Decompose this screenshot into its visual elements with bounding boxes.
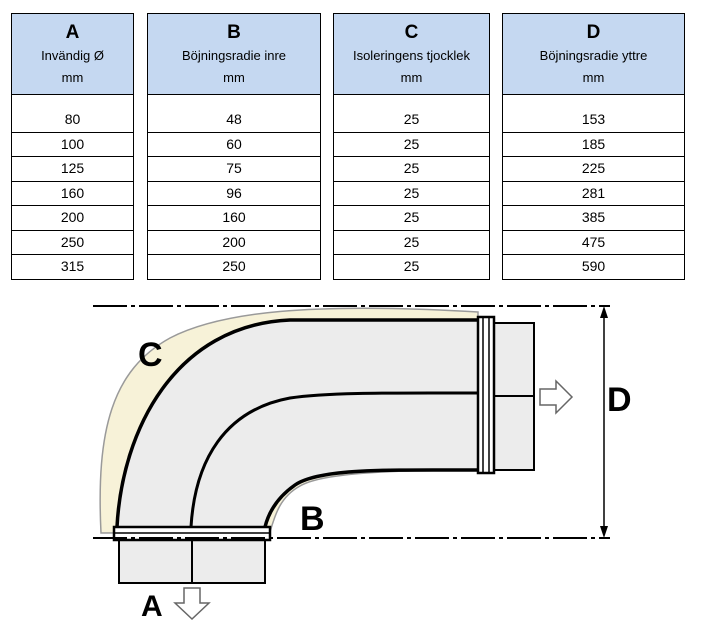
column-letter: B: [227, 22, 241, 43]
table-cell: 250: [148, 254, 320, 279]
outflow-arrow-down: [173, 587, 211, 621]
table-cell: 25: [334, 131, 489, 157]
pipe-seam-line: [189, 391, 479, 528]
label-a: A: [141, 590, 163, 623]
table-column-c: C Isoleringens tjocklek mm 25 25 25 25 2…: [333, 13, 490, 280]
right-flange-inner: [482, 316, 490, 474]
table-column-d: D Böjningsradie yttre mm 153 185 225 281…: [502, 13, 685, 280]
table-cell: 125: [12, 156, 133, 181]
label-c: C: [138, 336, 163, 374]
table-column-b: B Böjningsradie inre mm 48 60 75 96 160 …: [147, 13, 321, 280]
table-cell: 25: [403, 111, 420, 127]
column-letter: A: [65, 22, 80, 43]
table-cell: 48: [226, 111, 242, 127]
table-cell: 25: [334, 229, 489, 255]
pipe-outer-edge: [115, 318, 478, 528]
column-header: C Isoleringens tjocklek mm: [334, 14, 489, 95]
column-unit: mm: [582, 70, 605, 85]
column-unit: mm: [400, 70, 423, 85]
column-letter: C: [404, 22, 419, 43]
column-header: A Invändig Ø mm: [12, 14, 133, 95]
table-cell: 250: [12, 229, 133, 255]
table-cell: 185: [503, 131, 684, 157]
column-letter: D: [586, 22, 601, 43]
column-label: Böjningsradie inre: [181, 48, 287, 63]
table-cell: 75: [148, 156, 320, 181]
pipe-body: [117, 320, 478, 527]
table-cell: 25: [334, 254, 489, 279]
table-cell: 590: [503, 254, 684, 279]
label-b: B: [300, 500, 325, 538]
column-unit: mm: [223, 70, 245, 85]
right-flange: [476, 315, 496, 475]
table-cell: 25: [334, 156, 489, 181]
table-cell: 100: [12, 131, 133, 157]
table-cell: 315: [12, 254, 133, 279]
table-cell: 25: [334, 205, 489, 230]
dimension-d-arrowhead-top: [600, 306, 608, 318]
column-label: Isoleringens tjocklek: [352, 48, 471, 63]
table-cell: 160: [148, 205, 320, 230]
column-header: B Böjningsradie inre mm: [148, 14, 320, 95]
table-cell: 200: [12, 205, 133, 230]
table-cell: 475: [503, 229, 684, 255]
table-cell: 80: [64, 111, 81, 127]
column-label: Böjningsradie yttre: [539, 48, 648, 63]
table-cell: 153: [581, 111, 606, 127]
table-cell: 160: [12, 180, 133, 206]
label-d: D: [607, 381, 632, 419]
table-cell: 25: [334, 180, 489, 206]
table-cell: 96: [148, 180, 320, 206]
table-cell: 385: [503, 205, 684, 230]
column-label: Invändig Ø: [41, 48, 104, 63]
column-header: D Böjningsradie yttre mm: [503, 14, 684, 95]
table-cell: 200: [148, 229, 320, 255]
table-column-a: A Invändig Ø mm 80 100 125 160 200 250 3…: [11, 13, 134, 280]
dimension-d-arrowhead-bottom: [600, 526, 608, 538]
table-cell: 225: [503, 156, 684, 181]
table-cell: 281: [503, 180, 684, 206]
outflow-arrow-right: [539, 379, 574, 415]
pipe-inner-edge: [263, 468, 479, 528]
column-unit: mm: [61, 70, 84, 85]
table-cell: 60: [148, 131, 320, 157]
